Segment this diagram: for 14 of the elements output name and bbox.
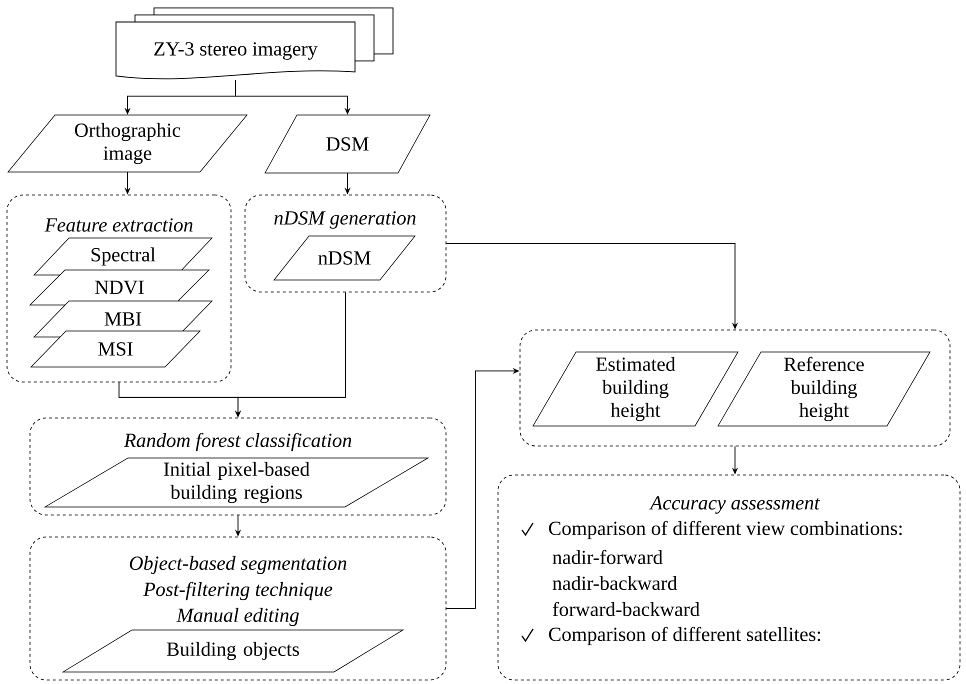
dashed-group-box: [520, 330, 950, 446]
list-item-text: forward-backward: [552, 602, 700, 616]
list-item-text: Comparison of different satellites:: [549, 626, 820, 646]
list-item-text: nadir-backward: [552, 576, 678, 590]
group-title: Random forest classification: [124, 432, 352, 452]
document-stack: ZY-3 stereo imagery: [116, 8, 394, 80]
group-title: Accuracy assessment: [649, 496, 820, 514]
group-title: Feature extraction: [44, 218, 193, 232]
group-title: nDSM generation: [274, 211, 416, 229]
list-item-text: nadir-forward: [552, 550, 663, 564]
group-title: Manual editing: [176, 608, 299, 626]
list-item-text: Comparison of different view combinations:: [549, 520, 902, 540]
group-title: Post-filtering technique: [143, 582, 332, 600]
group-title: Object-based segmentation: [130, 556, 346, 574]
